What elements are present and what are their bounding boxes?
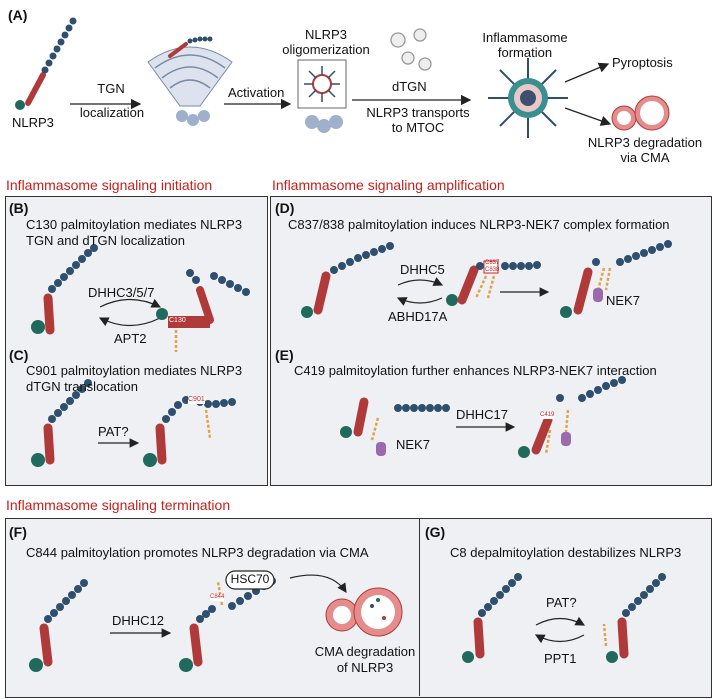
nlrp3-protein-d2: [446, 260, 541, 306]
panel-c-label: (C): [9, 347, 29, 363]
panel-d-e-box: [270, 196, 712, 486]
inflammasome-icon: [488, 58, 568, 138]
panel-f-site-label: C844: [210, 594, 225, 601]
panel-a-label: (A): [8, 7, 28, 23]
panel-g-enzyme-rev: PPT1: [544, 651, 577, 666]
panel-f-enzyme: DHHC12: [112, 613, 165, 628]
panel-c-site-label: C901: [188, 396, 205, 405]
panel-e-label: (E): [275, 347, 294, 363]
nlrp3-protein-e1: [340, 397, 450, 456]
cma-lysosome-icon-a: [611, 95, 670, 131]
transport-label-1: NLRP3 transports: [366, 105, 470, 120]
panel-b-title-1: C130 palmitoylation mediates NLRP3: [26, 217, 243, 232]
oligomerization-icon: [297, 59, 347, 133]
hsc70-box: [225, 570, 275, 590]
panel-g-label: (G): [425, 524, 446, 540]
panel-g-title: C8 depalmitoylation destabilizes NLRP3: [450, 545, 682, 560]
cma-lysosome-icon-f: [325, 587, 403, 637]
nlrp3-protein-c2: [143, 396, 236, 467]
nlrp3-protein-f1: [29, 579, 88, 672]
panel-e-nek7-label: NEK7: [396, 437, 430, 452]
nlrp3-protein-e2: [518, 376, 626, 458]
panel-d-enzyme-fwd: DHHC5: [400, 262, 445, 277]
nlrp3-protein-d3: [560, 240, 672, 318]
panel-g-enzyme-fwd: PAT?: [546, 595, 577, 610]
nlrp3-protein-c1: [31, 379, 92, 467]
panel-d-site1-label: C837: [485, 260, 500, 266]
transport-label-2: to MTOC: [391, 120, 445, 135]
nlrp3-protein-f2: [179, 577, 276, 672]
panel-b-enzyme-fwd: DHHC3/5/7: [88, 285, 155, 300]
section-termination-title: Inflammasome signaling termination: [6, 497, 231, 513]
oligomerization-label-1: NLRP3: [305, 27, 347, 42]
panel-f-hsc70-label: HSC70: [230, 572, 270, 586]
nlrp3-label: NLRP3: [12, 115, 54, 130]
panel-c-title-2: dTGN translocation: [26, 379, 138, 394]
panel-d-enzyme-rev: ABHD17A: [388, 309, 448, 324]
nlrp3-protein-b1: [31, 244, 98, 335]
nlrp3-protein-g1: [462, 573, 522, 663]
panel-b-title-2: TGN and dTGN localization: [26, 233, 185, 248]
degradation-label-2: via CMA: [620, 150, 670, 165]
panel-c-title-1: C901 palmitoylation mediates NLRP3: [26, 363, 243, 378]
degradation-label-1: NLRP3 degradation: [587, 135, 703, 150]
inflammasome-label-2: formation: [497, 45, 553, 60]
section-initiation-title: Inflammasome signaling initiation: [6, 177, 213, 193]
panel-e-enzyme: DHHC17: [456, 407, 509, 422]
panel-b-enzyme-rev: APT2: [114, 331, 147, 346]
nlrp3-protein-a: [15, 17, 77, 110]
nlrp3-protein-d1: [301, 242, 394, 318]
activation-label: Activation: [228, 85, 285, 100]
panel-d-nek7-label: NEK7: [606, 293, 640, 308]
panel-e-title: C419 palmitoylation further enhances NLR…: [294, 363, 657, 378]
panel-b-label: (B): [9, 200, 29, 216]
panel-c-enzyme: PAT?: [98, 424, 129, 439]
panel-e-site-label: C419: [540, 412, 555, 419]
panel-d-label: (D): [275, 200, 295, 216]
dtgn-label: dTGN: [392, 79, 427, 94]
pyroptosis-label: Pyroptosis: [612, 55, 673, 70]
panel-d-title: C837/838 palmitoylation induces NLRP3-NE…: [288, 217, 670, 232]
tgn-label-2: localization: [79, 105, 145, 120]
panel-f-label: (F): [9, 524, 27, 540]
panel-b-site-label: C130: [169, 317, 186, 324]
dtgn-vesicles: [390, 28, 432, 71]
panel-f-g-divider: [419, 519, 420, 696]
inflammasome-label-1: Inflammasome: [482, 30, 568, 45]
nlrp3-protein-b2: [156, 269, 250, 352]
panel-f-cma-label-2: of NLRP3: [336, 660, 394, 675]
panel-f-title: C844 palmitoylation promotes NLRP3 degra…: [26, 545, 369, 560]
panel-f-cma-label-1: CMA degradation: [314, 644, 416, 659]
panel-d-site2-label: C838: [485, 267, 500, 273]
tgn-label-1: TGN: [97, 81, 125, 96]
tgn-golgi-fan: [147, 36, 233, 126]
section-amplification-title: Inflammasome signaling amplification: [272, 177, 505, 193]
oligomerization-label-2: oligomerization: [282, 42, 370, 57]
nlrp3-protein-g2: [602, 573, 666, 663]
